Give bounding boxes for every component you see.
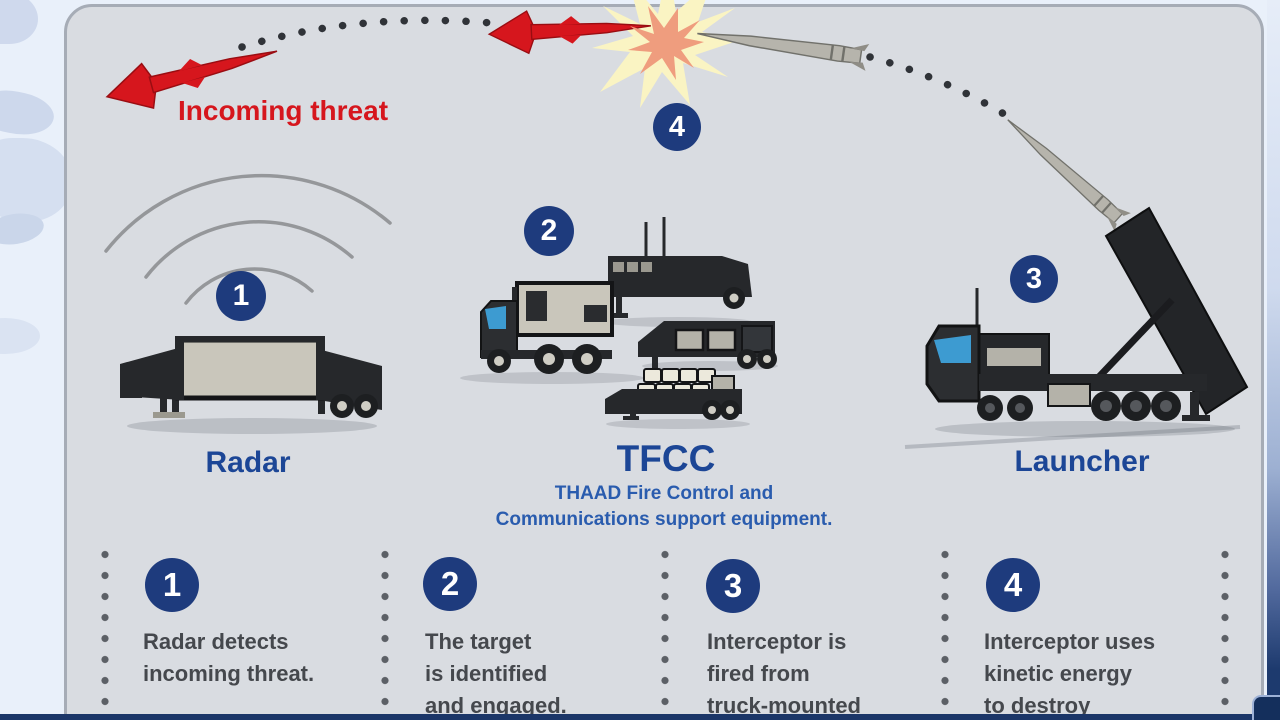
step-line: incoming threat. <box>143 661 315 686</box>
bottom-navy-bar <box>0 714 1280 720</box>
step2-badge: 2 <box>423 557 477 611</box>
separator-dotted-line <box>1221 544 1229 720</box>
radar-truck-icon <box>120 336 382 434</box>
separator-dotted-line <box>941 544 949 720</box>
step-line: and engaged. <box>425 693 567 718</box>
tfcc-label: TFCC <box>616 438 716 479</box>
trajectory-dots <box>238 16 496 51</box>
launch-tube-icon <box>1104 206 1249 416</box>
step-line: to destroy <box>984 693 1091 718</box>
step-line: is identified <box>425 661 548 686</box>
step-line: Interceptor is <box>707 629 847 654</box>
trajectory-dots <box>866 53 1008 118</box>
separator-dotted-line <box>661 544 669 720</box>
explosion-inner-icon <box>628 6 704 80</box>
launcher-label: Launcher <box>1014 445 1150 478</box>
step4-text: Interceptor uses kinetic energy to destr… <box>984 626 1155 720</box>
tfcc-caption-line1: THAAD Fire Control and <box>554 483 774 504</box>
step1-text: Radar detects incoming threat. <box>143 626 314 690</box>
tfcc-vehicles-icon <box>460 217 778 429</box>
step-line: Interceptor uses <box>984 629 1156 654</box>
tfcc-caption-line2: Communications support equipment. <box>495 509 833 530</box>
step3-badge: 3 <box>706 559 760 613</box>
step2-text: The target is identified and engaged. <box>425 626 567 720</box>
step-line: fired from <box>707 661 810 686</box>
separator-dotted-line <box>381 544 389 720</box>
step1-badge: 1 <box>145 558 199 612</box>
tfcc-step-badge: 2 <box>524 206 574 256</box>
step-line: truck-mounted <box>707 693 861 718</box>
interceptor-missile-icon <box>998 109 1132 233</box>
separator-dotted-line <box>101 544 109 720</box>
radar-waves-icon <box>104 173 392 305</box>
incoming-threat-label: Incoming threat <box>178 95 389 126</box>
step-line: kinetic energy <box>984 661 1132 686</box>
right-edge-strip <box>1267 0 1280 720</box>
map-background-shape <box>0 138 72 222</box>
radar-label: Radar <box>205 446 291 479</box>
step3-text: Interceptor is fired from truck-mounted <box>707 626 861 720</box>
bottom-right-corner-box <box>1252 695 1280 720</box>
step-line: The target <box>425 629 532 654</box>
launcher-truck-icon <box>904 109 1249 449</box>
step-line: Radar detects <box>143 629 289 654</box>
step4-badge: 4 <box>986 558 1040 612</box>
radar-step-badge: 1 <box>216 271 266 321</box>
intercept-step-badge: 4 <box>653 103 701 151</box>
launcher-step-badge: 3 <box>1010 255 1058 303</box>
